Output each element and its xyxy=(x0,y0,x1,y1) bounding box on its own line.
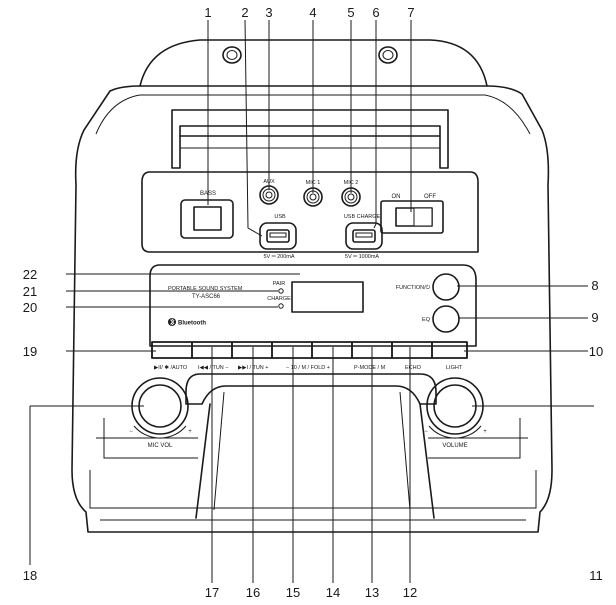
button-row xyxy=(151,341,468,359)
display-window xyxy=(291,281,364,313)
callout-14: 14 xyxy=(326,585,340,600)
callout-8: 8 xyxy=(591,278,598,293)
callout-17: 17 xyxy=(205,585,219,600)
volume-label: VOLUME xyxy=(442,443,467,449)
mic-vol-plus: + xyxy=(188,429,192,435)
usb-charge-spec: 5V ═ 1000mA xyxy=(345,254,379,260)
pair-indicator: PAIR xyxy=(273,281,285,294)
eq-button[interactable]: EQ xyxy=(422,305,460,333)
callout-numbers: 1 2 3 4 5 6 7 8 9 10 11 12 13 14 15 16 1… xyxy=(23,5,603,600)
callout-12: 12 xyxy=(403,585,417,600)
callout-6: 6 xyxy=(372,5,379,20)
eq-label: EQ xyxy=(422,317,431,323)
function-button[interactable]: FUNCTION/⏻ xyxy=(396,273,460,301)
callout-5: 5 xyxy=(347,5,354,20)
pair-label: PAIR xyxy=(273,281,285,287)
callout-11: 11 xyxy=(589,568,603,583)
callout-3: 3 xyxy=(265,5,272,20)
callout-13: 13 xyxy=(365,585,379,600)
next-button[interactable] xyxy=(231,341,273,359)
lower-panel xyxy=(149,264,477,347)
charge-indicator: CHARGE xyxy=(267,296,291,309)
btn-label-light: LIGHT xyxy=(446,365,463,371)
power-switch[interactable]: ON OFF xyxy=(380,194,444,234)
volume-plus: + xyxy=(483,429,487,435)
system-name: PORTABLE SOUND SYSTEM xyxy=(168,286,243,292)
callout-1: 1 xyxy=(204,5,211,20)
bluetooth-logo: Bluetooth xyxy=(168,318,206,327)
usb-play-port[interactable]: USB 5V ═ 200mA xyxy=(259,214,297,260)
play-pause-button[interactable] xyxy=(151,341,193,359)
usb-charge-port[interactable]: USB CHARGE 5V ═ 1000mA xyxy=(344,214,383,260)
carry-handle xyxy=(96,373,528,519)
callout-4: 4 xyxy=(309,5,316,20)
callout-10: 10 xyxy=(589,344,603,359)
callout-2: 2 xyxy=(241,5,248,20)
usb-play-spec: 5V ═ 200mA xyxy=(263,254,294,260)
callout-20: 20 xyxy=(23,300,37,315)
usb-play-label: USB xyxy=(274,214,286,220)
btn-label-echo: ECHO xyxy=(405,365,422,371)
callout-16: 16 xyxy=(246,585,260,600)
btn-label-play: ▶II/ ✱ /AUTO xyxy=(154,364,188,371)
light-button[interactable] xyxy=(431,341,468,359)
mic-vol-minus: − xyxy=(129,429,133,435)
model-name: TY-ASC66 xyxy=(192,294,221,300)
callout-7: 7 xyxy=(407,5,414,20)
btn-label-pmode: P-MODE / M xyxy=(354,365,386,371)
callout-21: 21 xyxy=(23,284,37,299)
function-label: FUNCTION/⏻ xyxy=(396,284,431,291)
mic-vol-label: MIC VOL xyxy=(148,443,173,449)
volume-minus: − xyxy=(424,429,428,435)
upper-panel xyxy=(141,171,479,253)
leader-lines xyxy=(29,19,594,583)
callout-9: 9 xyxy=(591,310,598,325)
charge-label: CHARGE xyxy=(267,296,291,302)
callout-15: 15 xyxy=(286,585,300,600)
folder-minus-button[interactable] xyxy=(271,341,313,359)
speaker-housing xyxy=(71,39,553,533)
off-label: OFF xyxy=(424,194,436,200)
bass-button[interactable]: BASS xyxy=(180,191,234,239)
on-label: ON xyxy=(392,194,401,200)
callout-19: 19 xyxy=(23,344,37,359)
callout-22: 22 xyxy=(23,267,37,282)
echo-button[interactable] xyxy=(391,341,433,359)
btn-label-prev: I◀◀ / TUN − xyxy=(198,365,229,371)
folder-plus-button[interactable] xyxy=(311,341,353,359)
callout-18: 18 xyxy=(23,568,37,583)
bluetooth-label: Bluetooth xyxy=(178,321,206,327)
usb-charge-label: USB CHARGE xyxy=(344,214,381,220)
btn-label-folder: − 10 / M / FOLD + xyxy=(286,365,330,371)
top-slot xyxy=(171,109,449,169)
